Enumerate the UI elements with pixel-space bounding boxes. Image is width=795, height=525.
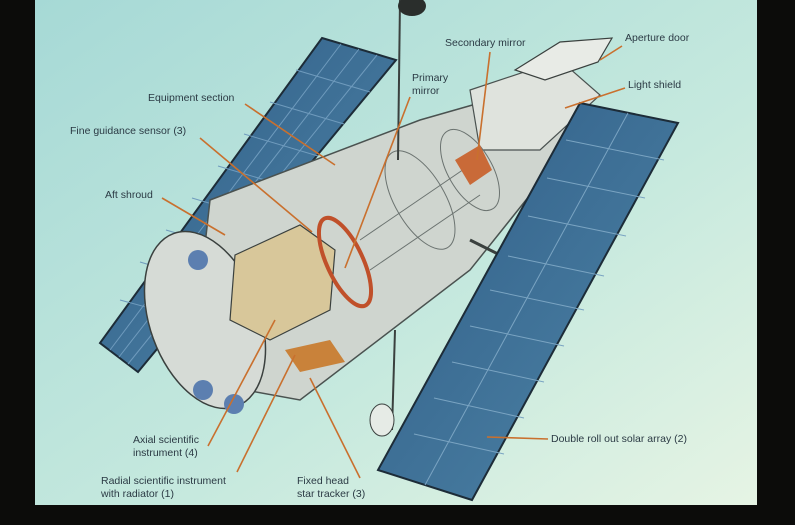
star-tracker bbox=[285, 340, 345, 372]
label-light-shield: Light shield bbox=[628, 79, 682, 91]
label-equipment-section: Equipment section bbox=[148, 92, 235, 104]
aft-shroud-ports bbox=[188, 250, 244, 414]
antenna-mast bbox=[397, 0, 401, 161]
label-aft-shroud: Aft shroud bbox=[105, 189, 153, 201]
aperture-door bbox=[513, 37, 614, 81]
label-star-tracker-1: Fixed head bbox=[297, 475, 349, 487]
label-radial-instrument-1: Radial scientific instrument bbox=[101, 475, 226, 487]
axial-instrument bbox=[229, 224, 336, 341]
label-primary-mirror-2: mirror bbox=[412, 85, 440, 97]
label-axial-instrument-2: instrument (4) bbox=[133, 447, 198, 459]
label-primary-mirror-1: Primary bbox=[412, 72, 449, 84]
label-star-tracker-2: star tracker (3) bbox=[297, 488, 366, 500]
leader-lines bbox=[161, 45, 626, 479]
primary-mirror bbox=[316, 215, 374, 309]
secondary-mirror-assembly bbox=[455, 145, 492, 185]
label-solar-array: Double roll out solar array (2) bbox=[551, 433, 687, 445]
label-axial-instrument-1: Axial scientific bbox=[133, 434, 199, 446]
right-panel-grid bbox=[413, 112, 665, 486]
label-fine-guidance-sensor: Fine guidance sensor (3) bbox=[70, 125, 187, 137]
right-solar-panel bbox=[376, 101, 680, 502]
antenna-dish-top bbox=[398, 0, 426, 16]
antenna-dish bbox=[369, 403, 395, 437]
label-radial-instrument-2: with radiator (1) bbox=[101, 488, 174, 500]
label-aperture-door: Aperture door bbox=[625, 32, 690, 44]
tube-structure bbox=[359, 129, 500, 271]
label-secondary-mirror: Secondary mirror bbox=[445, 37, 526, 49]
